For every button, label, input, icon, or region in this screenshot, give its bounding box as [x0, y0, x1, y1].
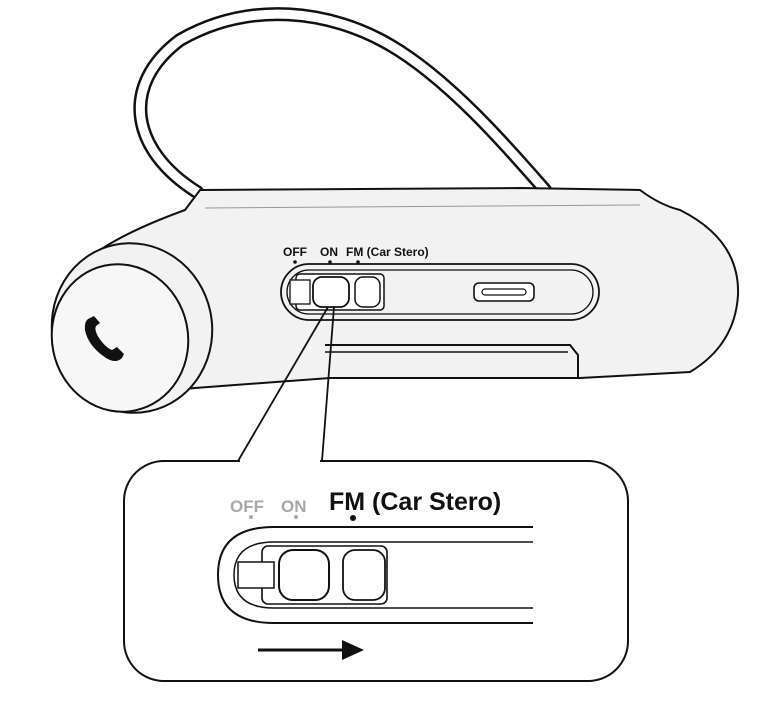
zoom-dot-fm	[350, 515, 356, 521]
zoom-label-fm: FM (Car Stero)	[329, 488, 501, 516]
device-label-off: OFF	[283, 245, 307, 259]
device-dot-off	[293, 260, 297, 264]
device-label-fm: FM (Car Stero)	[346, 245, 429, 259]
callout-leader	[237, 306, 335, 462]
device-label-on: ON	[320, 245, 338, 259]
end-cap	[50, 242, 214, 414]
device-slider-knob[interactable]	[312, 276, 381, 308]
call-button[interactable]	[84, 316, 124, 361]
zoom-slider-knob[interactable]	[278, 549, 386, 601]
device-dot-on	[328, 260, 332, 264]
zoom-label-on: ON	[281, 497, 307, 516]
ear-hook	[133, 7, 552, 199]
device-dot-fm	[356, 260, 360, 264]
zoom-label-off: OFF	[230, 497, 264, 516]
right-arrow-icon	[258, 640, 364, 660]
phone-handset-icon	[84, 316, 124, 361]
zoom-dot-on	[294, 515, 298, 519]
charging-port	[473, 282, 535, 302]
zoom-dot-off	[249, 515, 253, 519]
